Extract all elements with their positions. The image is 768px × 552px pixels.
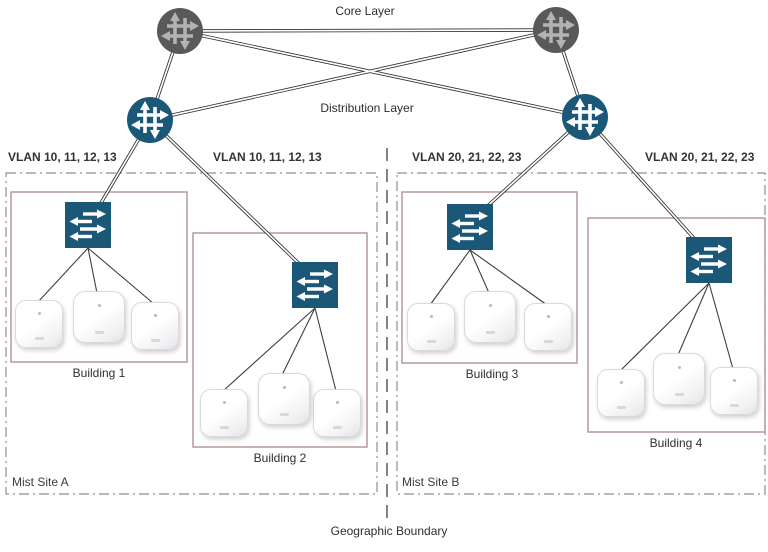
access-point-icon [131, 302, 179, 350]
access-point-icon [464, 291, 516, 343]
access-point-icon [407, 303, 455, 351]
geographic-boundary-label: Geographic Boundary [330, 524, 448, 538]
access-point-icon [313, 389, 361, 437]
access-point-icon [524, 303, 572, 351]
trunk-links [86, 28, 711, 282]
building-label: Building 4 [649, 436, 703, 450]
site-label: Mist Site A [12, 475, 69, 489]
access-point-icon [710, 367, 758, 415]
access-switch-icon [684, 235, 734, 285]
access-switch-icon [63, 200, 113, 250]
vlan-label: VLAN 20, 21, 22, 23 [645, 150, 755, 164]
access-switch-icon [290, 260, 340, 310]
building-label: Building 1 [72, 366, 126, 380]
access-point-icon [73, 291, 125, 343]
core-router-icon [157, 8, 203, 54]
building-2-outline [192, 232, 368, 448]
core-layer-label: Core Layer [335, 4, 395, 18]
vlan-label: VLAN 10, 11, 12, 13 [213, 150, 322, 164]
vlan-label: VLAN 20, 21, 22, 23 [412, 150, 522, 164]
building-label: Building 2 [253, 451, 307, 465]
site-a-boundary [5, 172, 378, 495]
access-point-icon [200, 389, 248, 437]
building-3-outline [401, 191, 578, 364]
access-point-icon [597, 369, 645, 417]
access-point-icon [15, 300, 63, 348]
distribution-layer-label: Distribution Layer [320, 101, 414, 115]
access-point-links [37, 247, 734, 392]
distribution-router-icon [127, 97, 173, 143]
building-label: Building 3 [465, 367, 519, 381]
site-label: Mist Site B [402, 475, 460, 489]
distribution-router-icon [562, 94, 608, 140]
access-point-icon [258, 373, 310, 425]
building-1-outline [10, 191, 188, 363]
vlan-label: VLAN 10, 11, 12, 13 [8, 150, 117, 164]
core-router-icon [533, 7, 579, 53]
access-point-icon [653, 353, 705, 405]
access-switch-icon [445, 202, 495, 252]
